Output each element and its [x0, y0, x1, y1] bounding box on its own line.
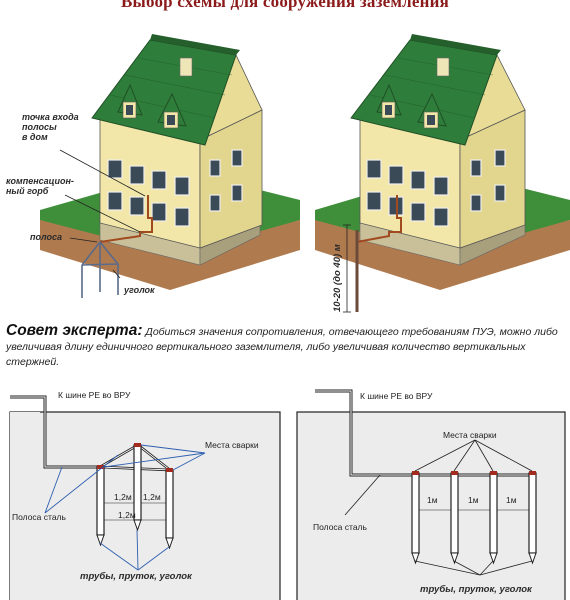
label-depth: 10-20 (до 40) м: [332, 244, 343, 312]
label-strip: полоса: [30, 232, 62, 242]
right-strip-label: Полоса сталь: [313, 522, 367, 532]
right-pe-bus-label: К шине РЕ во ВРУ: [360, 391, 433, 401]
label-angle: уголок: [124, 285, 155, 295]
label-compensation-hump: компенсацион- ный горб: [6, 176, 74, 196]
house-left-illustration: [40, 34, 300, 298]
house-right-illustration: [315, 34, 570, 313]
right-weld-label: Места сварки: [443, 430, 497, 440]
right-dist-c: 1м: [506, 495, 517, 505]
left-materials-label: трубы, пруток, уголок: [80, 571, 192, 582]
left-dist-c: 1,2м: [118, 510, 136, 520]
advice-text: Добиться значения сопротивления, отвечаю…: [6, 326, 558, 368]
scheme-triangle: [9, 395, 281, 600]
left-pe-bus-label: К шине РЕ во ВРУ: [58, 390, 131, 400]
left-dist-b: 1,2м: [143, 492, 161, 502]
page-title: Выбор схемы для сооружения заземления: [120, 0, 450, 11]
label-entry-point: точка входа полосы в дом: [22, 112, 79, 142]
expert-advice: Совет эксперта: Добиться значения сопрот…: [6, 323, 566, 370]
left-weld-label: Места сварки: [205, 440, 259, 450]
left-dist-a: 1,2м: [114, 492, 132, 502]
advice-heading: Совет эксперта:: [6, 322, 143, 339]
left-strip-label: Полоса сталь: [12, 512, 66, 522]
scheme-linear: [296, 389, 566, 600]
right-dist-b: 1м: [468, 495, 479, 505]
right-dist-a: 1м: [427, 495, 438, 505]
right-materials-label: трубы, пруток, уголок: [420, 584, 532, 595]
